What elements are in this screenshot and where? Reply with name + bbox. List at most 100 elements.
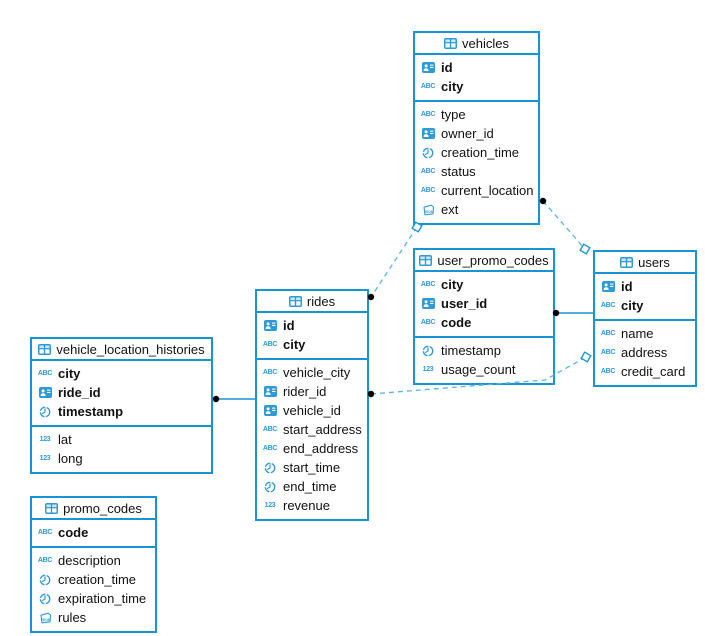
field-label: revenue [283,498,330,513]
field-label: end_time [283,479,337,494]
svg-text:JSON: JSON [40,618,50,622]
endpoint-dot [539,197,547,205]
field-icon-cell [419,298,437,309]
table-header-promo_codes[interactable]: promo_codes [32,498,155,520]
field-icon-cell [261,320,279,331]
table-icon [620,256,634,268]
person-id-icon [421,128,435,139]
relationship-vehicle_location_histories-rides[interactable] [212,395,256,403]
field-row-rider_id[interactable]: rider_id [261,382,362,401]
field-row-timestamp[interactable]: timestamp [36,402,206,421]
number-type-icon: 123 [264,502,276,509]
field-row-usage_count[interactable]: 123 usage_count [419,360,548,379]
text-type-icon: ABC [37,557,53,564]
field-label: city [283,337,306,352]
field-icon-cell: 123 [36,436,54,443]
table-title: users [638,254,670,270]
field-label: credit_card [621,364,686,379]
field-icon-cell: JSON [419,204,437,216]
number-type-icon: 123 [39,455,51,462]
field-row-rules[interactable]: JSON rules [36,608,150,627]
field-row-ride_id[interactable]: ride_id [36,383,206,402]
field-row-creation_time[interactable]: creation_time [419,143,533,162]
person-id-icon [263,320,277,331]
field-label: owner_id [441,126,494,141]
field-row-end_time[interactable]: end_time [261,477,362,496]
field-row-revenue[interactable]: 123 revenue [261,496,362,515]
field-label: rider_id [283,384,327,399]
field-row-id[interactable]: id [599,277,690,296]
field-label: id [621,279,633,294]
json-icon: JSON [39,612,51,623]
text-type-icon: ABC [420,168,436,175]
relationship-user_promo_codes-users[interactable] [552,309,594,317]
field-row-user_id[interactable]: user_id [419,294,548,313]
field-icon-cell: 123 [261,502,279,509]
field-icon-cell: ABC [599,302,617,309]
field-label: timestamp [58,404,124,419]
text-type-icon: ABC [600,302,616,309]
clock-icon [264,462,276,473]
field-row-id[interactable]: id [261,316,362,335]
field-row-owner_id[interactable]: owner_id [419,124,533,143]
field-row-creation_time[interactable]: creation_time [36,570,150,589]
table-header-user_promo_codes[interactable]: user_promo_codes [415,250,553,272]
field-label: city [441,79,464,94]
table-header-vehicles[interactable]: vehicles [415,33,538,55]
field-label: end_address [283,441,359,456]
text-type-icon: ABC [262,369,278,376]
table-header-rides[interactable]: rides [257,291,367,313]
field-icon-cell: ABC [419,319,437,326]
text-type-icon: ABC [37,370,53,377]
svg-text:JSON: JSON [423,210,433,214]
field-label: user_id [441,296,488,311]
field-row-vehicle_id[interactable]: vehicle_id [261,401,362,420]
field-label: creation_time [441,145,520,160]
field-row-expiration_time[interactable]: expiration_time [36,589,150,608]
field-row-timestamp[interactable]: timestamp [419,341,548,360]
text-type-icon: ABC [420,111,436,118]
table-header-vehicle_location_histories[interactable]: vehicle_location_histories [32,339,211,361]
table-header-users[interactable]: users [595,252,695,274]
field-icon-cell [419,147,437,159]
field-label: usage_count [441,362,516,377]
field-label: expiration_time [58,591,147,606]
table-icon [38,343,52,355]
field-label: rules [58,610,87,625]
field-label: code [58,525,89,540]
field-row-start_time[interactable]: start_time [261,458,362,477]
relationship-vehicles-users[interactable] [539,197,591,255]
text-type-icon: ABC [420,83,436,90]
field-row-id[interactable]: id [419,58,533,77]
number-type-icon: 123 [422,366,434,373]
field-row-city[interactable]: ABC city [419,77,533,96]
